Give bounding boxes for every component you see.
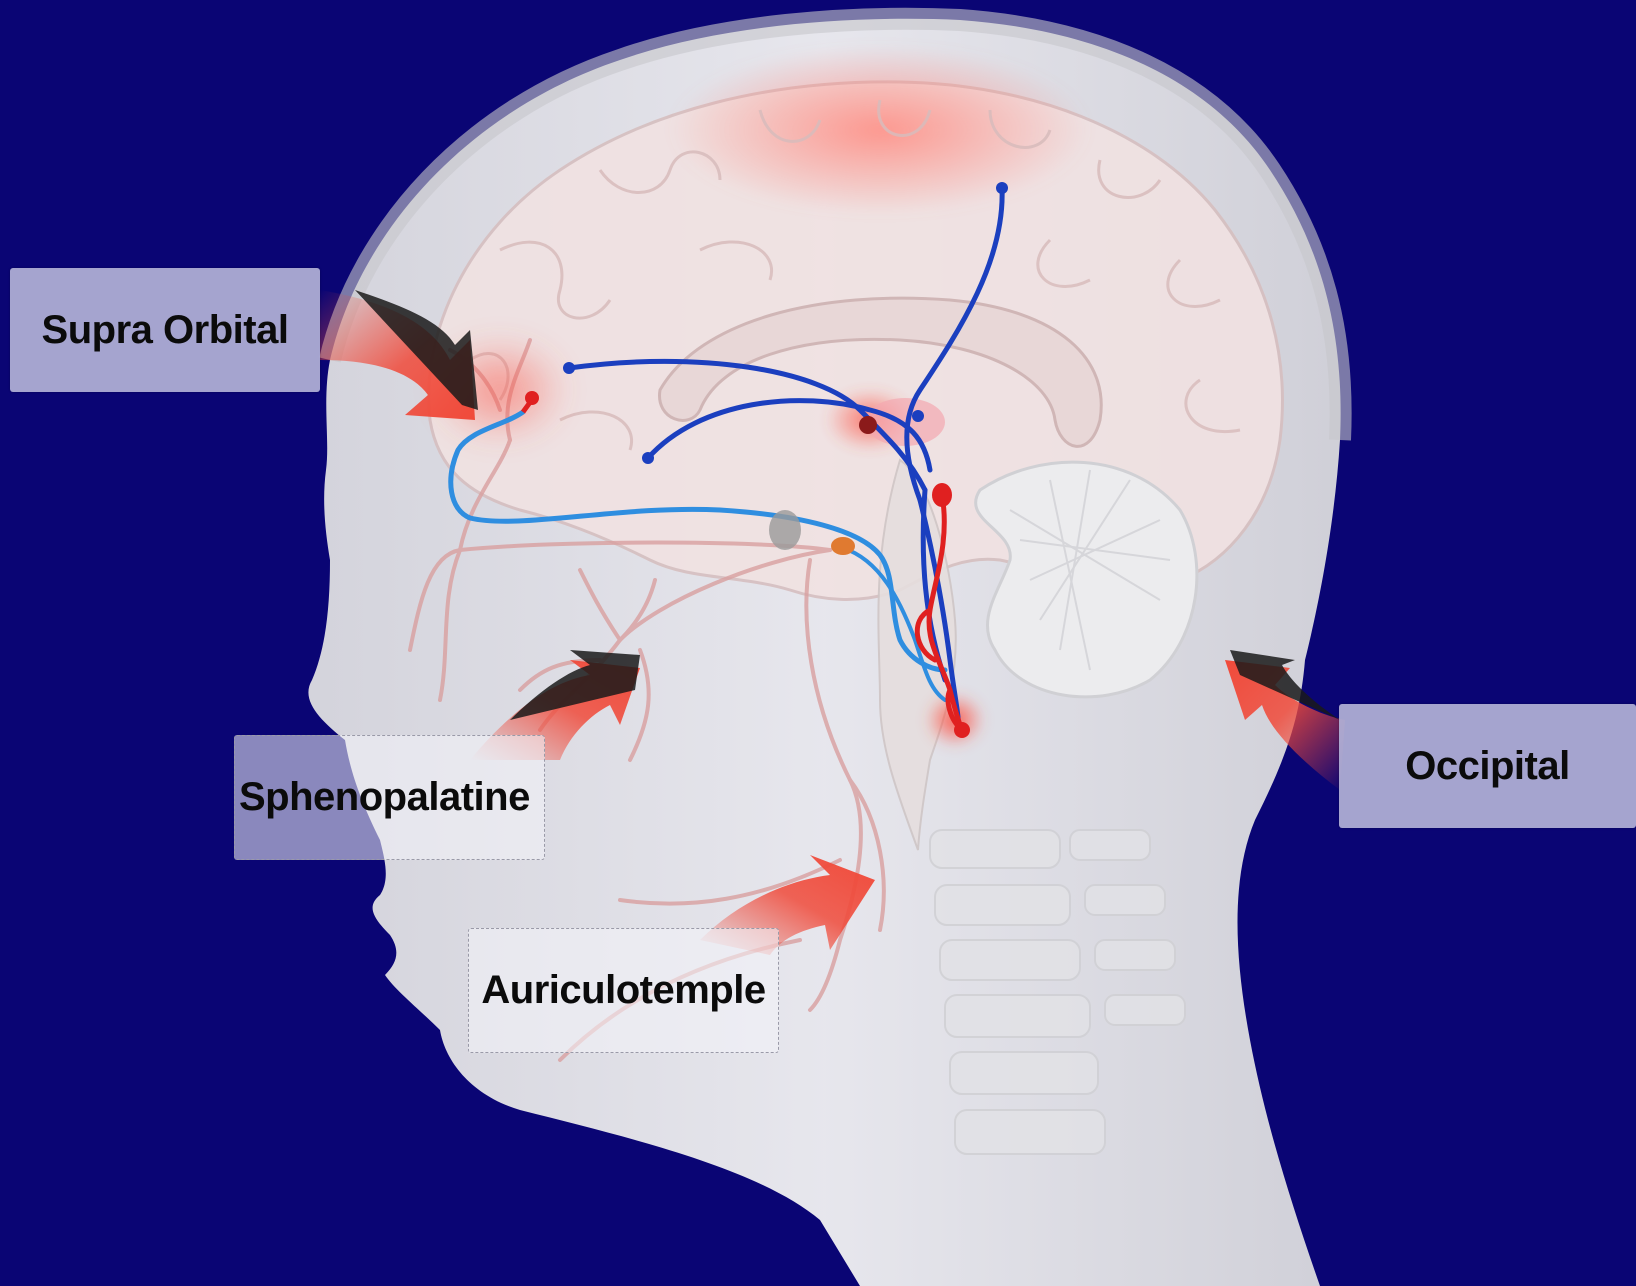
gray-structure [769, 510, 801, 550]
cerebellum [976, 462, 1197, 697]
label-occipital: Occipital [1339, 704, 1636, 828]
thalamus-synapse [859, 416, 877, 434]
label-supra-orbital: Supra Orbital [10, 268, 320, 392]
label-sphenopalatine: Sphenopalatine [234, 735, 545, 860]
trigeminal-ganglion [831, 537, 855, 555]
red-node-bottom [954, 722, 970, 738]
cortex-glow [670, 45, 1090, 215]
red-node-top [932, 483, 952, 507]
supra-orbital-node [525, 391, 539, 405]
label-auriculotemple: Auriculotemple [468, 928, 779, 1053]
